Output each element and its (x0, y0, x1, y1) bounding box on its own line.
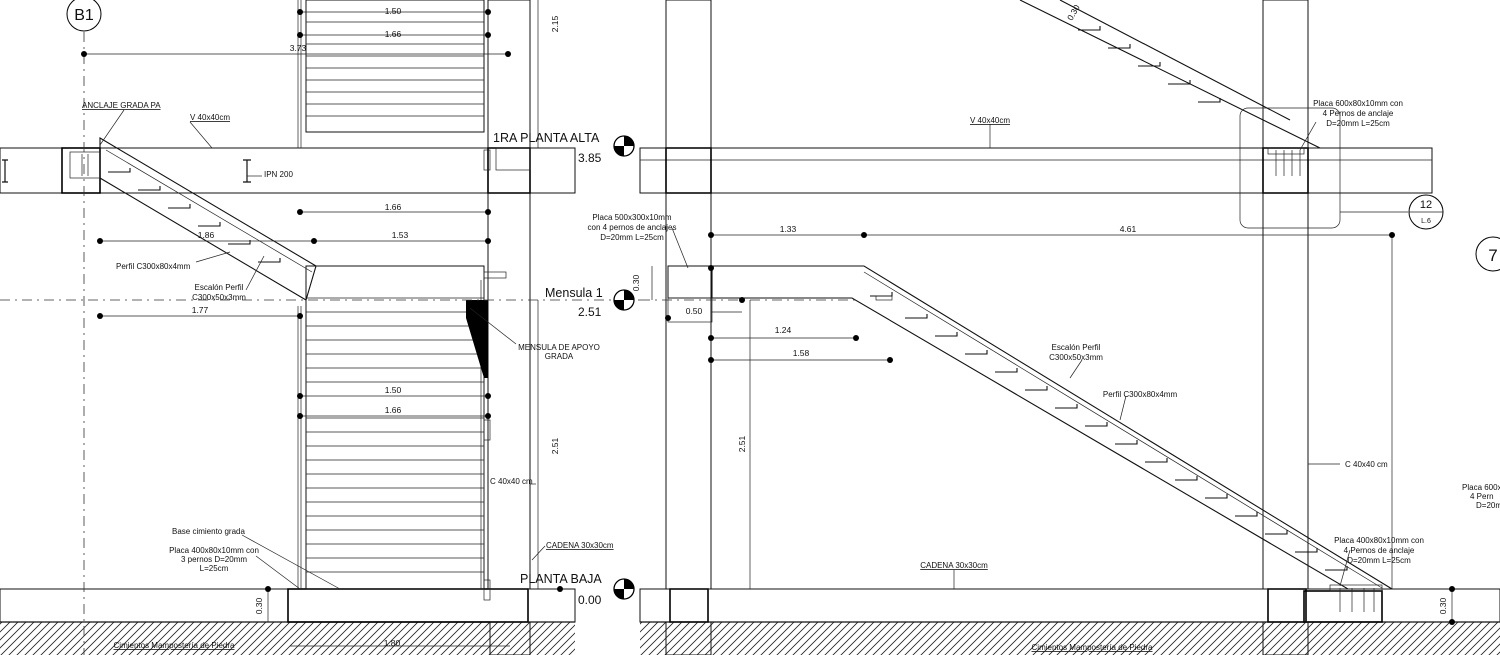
dim-right-461: 4.61 (1120, 224, 1137, 234)
dim-left-166-mid: 1.66 (385, 202, 402, 212)
note-base-cimiento: Base cimiento grada (172, 527, 245, 536)
right-foundation-plate (1329, 584, 1383, 612)
right-dimension-lines (651, 234, 1453, 622)
note-left-placa-3: L=25cm (200, 564, 229, 573)
level-mid-name: Mensula 1 (545, 286, 603, 300)
left-dimension-lines (84, 0, 539, 647)
note-right-escalon-2: C300x50x3mm (1049, 353, 1103, 362)
section-marker: 12 L.6 (1340, 194, 1444, 230)
section-number: 12 (1420, 199, 1432, 211)
note-right-perfil: Perfil C300x80x4mm (1103, 390, 1178, 399)
note-right-placa-bot-3: D=20mm L=25cm (1347, 556, 1411, 565)
note-mid-placa-1: Placa 500x300x10mm (592, 213, 671, 222)
dim-left-186: 1.86 (198, 230, 215, 240)
note-ipn: IPN 200 (264, 170, 293, 179)
section-sheet: L.6 (1421, 218, 1431, 225)
grid-label-b1: B1 (74, 7, 94, 24)
note-right-cadena: CADENA 30x30cm (920, 561, 988, 570)
note-left-cadena: CADENA 30x30cm (546, 541, 614, 550)
note-mensula-1: MENSULA DE APOYO (518, 343, 600, 352)
note-left-escalon-2: C300x50x3mm (192, 293, 246, 302)
dim-left-166-top: 1.66 (385, 29, 402, 39)
dim-right-251: 2.51 (737, 435, 747, 452)
level-upper-name: 1RA PLANTA ALTA (493, 131, 600, 145)
left-dimension-dots (81, 9, 563, 592)
axis-lines (0, 32, 860, 655)
level-ground-name: PLANTA BAJA (520, 572, 602, 586)
note-right-escalon-1: Escalón Perfil (1052, 343, 1101, 352)
note-left-cimientos: Cimientos Mampostería de Piedra (114, 641, 235, 650)
note-left-escalon-1: Escalón Perfil (195, 283, 244, 292)
note-anclaje-grada: ANCLAJE GRADA PA (82, 101, 161, 110)
dim-right-030-top: 0.30 (1065, 3, 1082, 23)
dim-right-030-bottom: 0.30 (1438, 597, 1448, 614)
dim-left-153: 1.53 (392, 230, 409, 240)
note-right-placa-top-3: D=20mm L=25cm (1326, 119, 1390, 128)
ground-beam-cadena (0, 588, 1500, 623)
level-ground-elevation: 0.00 (578, 593, 602, 607)
right-dimension-dots (665, 232, 1455, 625)
dim-left-373: 3.73 (290, 43, 307, 53)
dim-right-030-mid: 0.30 (631, 274, 641, 291)
dim-left-215: 2.15 (550, 15, 560, 32)
dim-right-124: 1.24 (775, 325, 792, 335)
level-mid-elevation: 2.51 (578, 305, 602, 319)
level-upper-elevation: 3.85 (578, 151, 602, 165)
dim-right-133: 1.33 (780, 224, 797, 234)
dim-left-150-top: 1.50 (385, 6, 402, 16)
left-stringer (2, 137, 317, 301)
note-edge-2: 4 Pern (1470, 492, 1494, 501)
grid-bubble-b1: B1 (66, 0, 102, 32)
columns (487, 0, 1309, 655)
right-stair-lower-stringer (667, 265, 1394, 590)
note-right-placa-top-2: 4 Pernos de anclaje (1323, 109, 1394, 118)
left-stair-treads (297, 0, 485, 590)
dim-left-180: 1.80 (384, 638, 401, 648)
ground-hatch (0, 621, 1500, 655)
note-left-viga: V 40x40cm (190, 113, 230, 122)
dim-left-030: 0.30 (254, 597, 264, 614)
note-left-columna: C 40x40 cm (490, 477, 533, 486)
right-stair-upper-stringer (1019, 0, 1341, 229)
note-mid-placa-2: con 4 pernos de anclajes (588, 223, 677, 232)
note-mensula-2: GRADA (545, 352, 574, 361)
dim-left-251: 2.51 (550, 437, 560, 454)
note-mid-placa-3: D=20mm L=25cm (600, 233, 664, 242)
grid-label-7: 7 (1488, 246, 1497, 265)
level-marker-ground (613, 578, 635, 600)
dim-right-050: 0.50 (686, 306, 703, 316)
level-marker-mid (613, 289, 635, 311)
dim-left-177: 1.77 (192, 305, 209, 315)
note-edge-1: Placa 600x (1462, 483, 1500, 492)
note-left-perfil: Perfil C300x80x4mm (116, 262, 191, 271)
note-edge-3: D=20m (1476, 501, 1500, 510)
dim-left-166-low: 1.66 (385, 405, 402, 415)
note-right-viga: V 40x40cm (970, 116, 1010, 125)
level-marker-upper (613, 135, 635, 157)
mensula-bracket (466, 147, 531, 601)
note-right-placa-bot-2: 4 Pernos de anclaje (1344, 546, 1415, 555)
dim-left-150-low: 1.50 (385, 385, 402, 395)
upper-slab (0, 147, 1433, 194)
note-right-placa-top-1: Placa 600x80x10mm con (1313, 99, 1403, 108)
grid-bubble-7: 7 (1475, 236, 1500, 272)
note-right-placa-bot-1: Placa 400x80x10mm con (1334, 536, 1424, 545)
dim-right-158: 1.58 (793, 348, 810, 358)
note-right-columna: C 40x40 cm (1345, 460, 1388, 469)
note-left-placa-2: 3 pernos D=20mm (181, 555, 247, 564)
note-right-cimientos: Cimientos Mampostería de Piedra (1032, 643, 1153, 652)
leader-lines (99, 109, 1351, 590)
note-left-placa-1: Placa 400x80x10mm con (169, 546, 259, 555)
